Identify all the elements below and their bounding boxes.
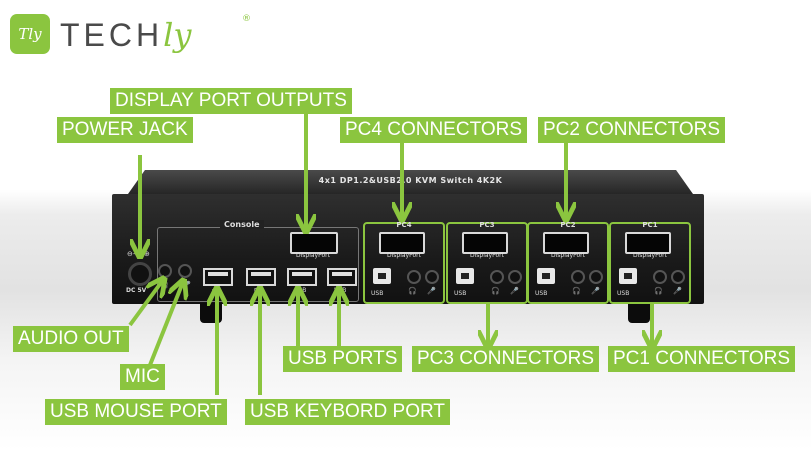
pc-name: PC4 [396,221,412,229]
headphone-icon: 🎧 [408,287,417,295]
pc-displayport [625,232,671,254]
arrow-mic [148,282,183,366]
pc-usb-b-port [456,268,474,284]
pc-mic-jack [425,270,439,284]
registered-mark: ® [242,14,251,24]
callout-audio-out: AUDIO OUT [13,326,129,352]
pc-name: PC3 [479,221,495,229]
usb-port-1 [287,268,317,286]
callout-pc4-connectors: PC4 CONNECTORS [340,117,528,143]
microphone-icon: 🎤 [510,287,519,295]
pc-displayport [543,232,589,254]
microphone-icon: 🎤 [673,287,682,295]
callout-usb-ports: USB PORTS [283,346,403,372]
arrow-audio-out [128,280,163,327]
usb-mouse-port [203,268,233,286]
microphone-icon: 🎤 [427,287,436,295]
pc-usb-label: USB [535,290,548,297]
pc-usb-label: USB [454,290,467,297]
logo-wordmark-tail: ly [163,16,192,54]
pc-name: PC2 [560,221,576,229]
callout-mic: MIC [120,364,165,390]
callout-usb-mouse-port: USB MOUSE PORT [45,399,227,425]
pc-displayport-label: DisplayPort [386,252,421,259]
console-label: Console [220,220,264,229]
pc-audio-jack [490,270,504,284]
device-top-panel: 4x1 DP1.2&USB2.0 KVM Switch 4K2K [128,170,693,194]
callout-display-port-outputs: DISPLAY PORT OUTPUTS [110,88,352,114]
pc-usb-b-port [537,268,555,284]
logo-badge: Tly [10,14,50,54]
pc-audio-jack [407,270,421,284]
pc-displayport [379,232,425,254]
pc4-connector-group: PC4 DisplayPort USB 🎧 🎤 [363,221,445,304]
logo-wordmark: TECHly [60,16,191,54]
callout-pc1-connectors: PC1 CONNECTORS [608,346,796,372]
device-foot [628,303,650,323]
usb-keyboard-port [246,268,276,286]
pc-usb-label: USB [371,290,384,297]
pc-mic-jack [508,270,522,284]
callout-pc2-connectors: PC2 CONNECTORS [538,117,726,143]
pc-displayport-label: DisplayPort [632,252,667,259]
pc1-connector-group: PC1 DisplayPort USB 🎧 🎤 [609,221,691,304]
pc-mic-jack [671,270,685,284]
pc2-connector-group: PC2 DisplayPort USB 🎧 🎤 [527,221,609,304]
pc-usb-label: USB [617,290,630,297]
console-displayport-label: DisplayPort [295,252,330,259]
pc-audio-jack [653,270,667,284]
usb-port-2 [327,268,357,286]
headphone-icon: 🎧 [491,287,500,295]
dc-label: DC 5V [126,287,147,294]
headphone-icon: 🎧 [654,287,663,295]
microphone-icon: 🎤 [591,287,600,295]
pc-usb-b-port [373,268,391,284]
pc-displayport-label: DisplayPort [469,252,504,259]
callout-pc3-connectors: PC3 CONNECTORS [412,346,600,372]
callout-usb-keybord-port: USB KEYBORD PORT [245,399,450,425]
headphone-icon: 🎧 [572,287,581,295]
callout-power-jack: POWER JACK [57,117,193,143]
pc-displayport-label: DisplayPort [550,252,585,259]
pc-usb-b-port [619,268,637,284]
pc-mic-jack [589,270,603,284]
logo-wordmark-main: TECH [60,17,164,53]
pc-audio-jack [571,270,585,284]
pc-displayport [462,232,508,254]
device-model-label: 4x1 DP1.2&USB2.0 KVM Switch 4K2K [318,176,503,185]
pc-name: PC1 [642,221,658,229]
